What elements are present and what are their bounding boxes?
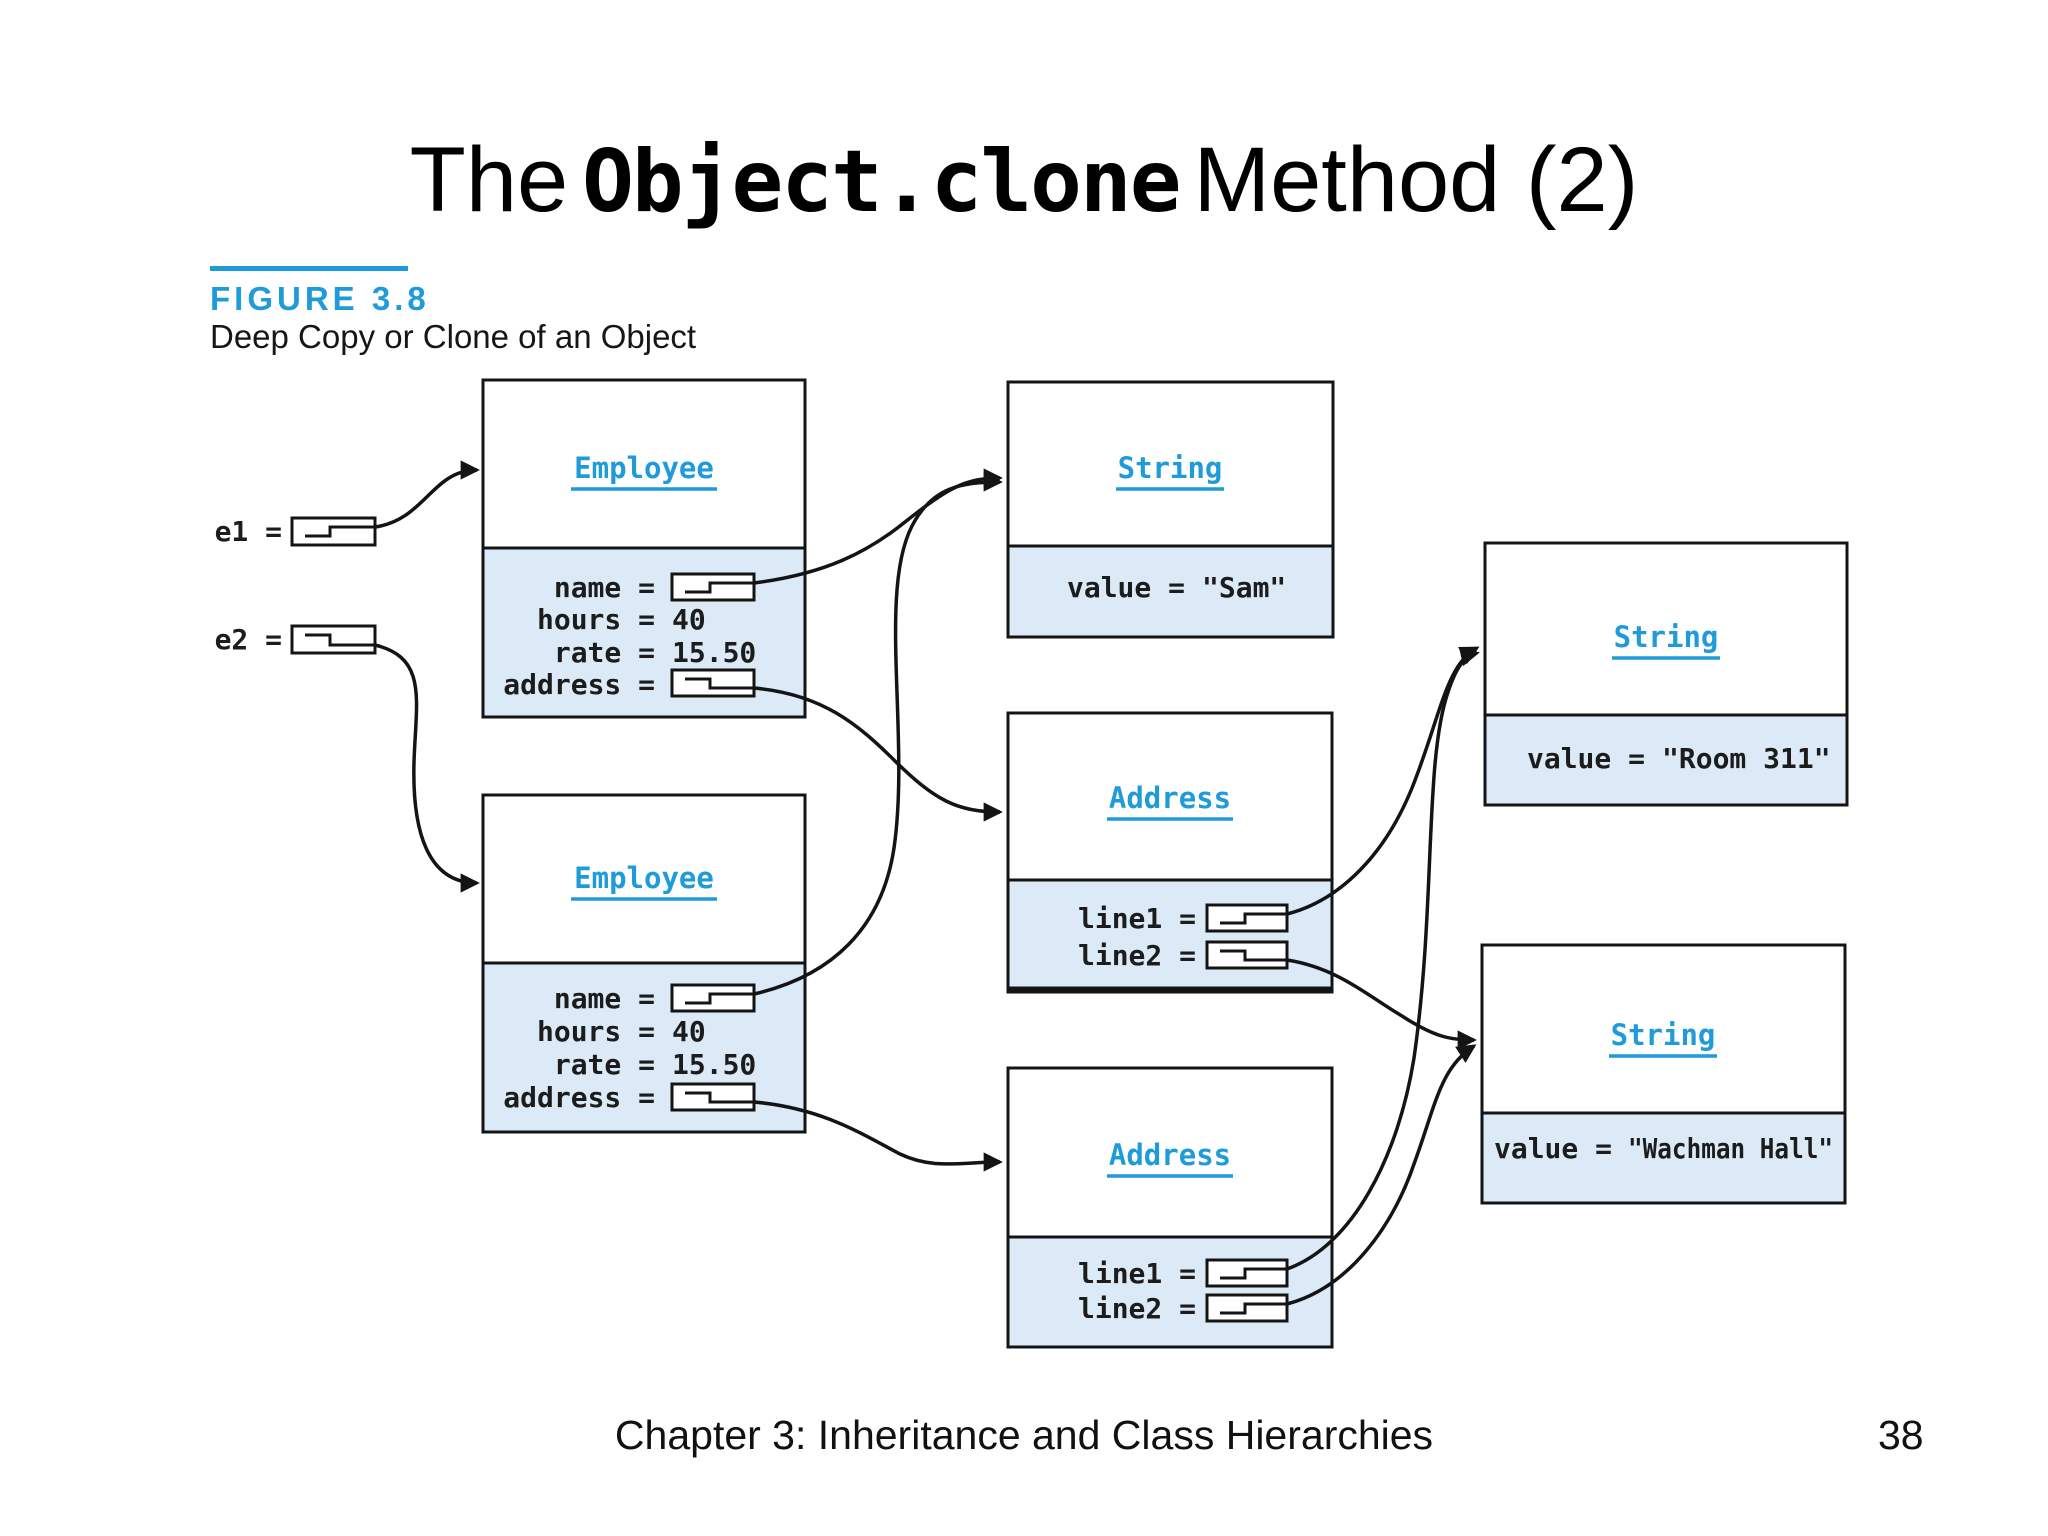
employee2-title: Employee <box>574 861 714 895</box>
string1-object: String value = "Sam" <box>1006 380 1335 639</box>
footer-chapter: Chapter 3: Inheritance and Class Hierarc… <box>614 1412 1434 1458</box>
variable-e2: e2 = <box>215 623 377 656</box>
string1-value: "Sam" <box>1202 571 1286 604</box>
employee2-object: Employee name = hours = 40 rate = 15.50 … <box>481 793 807 1134</box>
string3-frame <box>1480 943 1847 1205</box>
string2-body <box>1485 715 1847 805</box>
arrow-e2-to-employee2 <box>374 643 480 893</box>
string1-frame <box>1006 380 1335 639</box>
employee1-object: Employee name = hours = 40 rate = 15.50 … <box>481 378 807 719</box>
title-pre: The <box>409 129 569 231</box>
title-post: Method (2) <box>1193 129 1639 231</box>
string3-value: "Wachman Hall" <box>1628 1132 1833 1165</box>
arrow-employee2-address-to-address2 <box>753 1100 1003 1172</box>
employee1-address-pointer-tick-icon <box>685 677 754 690</box>
string2-object: String value = "Room 311" <box>1483 541 1849 807</box>
string1-title: String <box>1118 451 1223 485</box>
employee1-title: Employee <box>574 451 714 485</box>
e1-pointer-tick-icon <box>305 525 375 538</box>
string2-value: "Room 311" <box>1662 742 1831 775</box>
address2-object: Address line1 = line2 = <box>1006 1066 1334 1349</box>
string3-object: String value = "Wachman Hall" <box>1480 943 1847 1205</box>
figure-rule <box>210 266 408 271</box>
e1-label: e1 = <box>215 515 282 548</box>
address1-title: Address <box>1109 781 1231 815</box>
string3-title: String <box>1611 1018 1716 1052</box>
string3-value-label: value = <box>1494 1132 1612 1165</box>
arrow-address1-line2-to-string3 <box>1286 958 1477 1050</box>
address1-line2-pointer-tick-icon <box>1220 949 1287 962</box>
figure-caption: Deep Copy or Clone of an Object <box>210 318 697 355</box>
e2-label: e2 = <box>215 623 282 656</box>
employee2-rate-value: 15.50 <box>672 1048 756 1081</box>
address1-object: Address line1 = line2 = <box>1006 711 1334 994</box>
address1-field-line1: line1 = <box>1078 902 1196 935</box>
address2-title: Address <box>1109 1138 1231 1172</box>
e2-pointer-cell <box>290 624 377 655</box>
address2-line2-pointer-cell <box>1205 1293 1289 1323</box>
employee1-field-hours: hours = <box>537 603 655 636</box>
employee2-name-pointer-tick-icon <box>685 992 754 1005</box>
employee2-field-address: address = <box>503 1081 655 1114</box>
address1-line1-pointer-tick-icon <box>1220 912 1287 925</box>
address2-line2-pointer-tick-icon <box>1220 1302 1287 1315</box>
string2-value-label: value = <box>1527 742 1645 775</box>
employee2-hours-value: 40 <box>672 1015 706 1048</box>
arrow-employee1-name-to-string1 <box>753 468 1003 585</box>
footer-page-number: 38 <box>1878 1412 1924 1458</box>
employee2-field-hours: hours = <box>537 1015 655 1048</box>
string2-frame <box>1483 541 1849 807</box>
title-code: Object.clone <box>582 132 1181 232</box>
address2-line1-pointer-tick-icon <box>1220 1267 1287 1280</box>
employee1-field-address: address = <box>503 668 655 701</box>
address1-line2-pointer-cell <box>1205 940 1289 970</box>
string2-title: String <box>1614 620 1719 654</box>
arrow-e1-to-employee1 <box>374 460 480 529</box>
string3-body <box>1482 1113 1845 1203</box>
arrow-address2-line2-to-string3 <box>1286 1044 1477 1306</box>
arrow-address2-line1-to-string2 <box>1286 647 1480 1271</box>
variable-e1: e1 = <box>215 515 377 548</box>
employee1-field-rate: rate = <box>554 636 655 669</box>
arrow-employee2-name-to-string1 <box>753 472 1003 996</box>
address1-body <box>1008 880 1332 992</box>
employee2-address-pointer-tick-icon <box>685 1091 754 1104</box>
e2-pointer-tick-icon <box>305 633 375 647</box>
e1-pointer-cell <box>290 516 377 547</box>
employee1-name-pointer-tick-icon <box>685 581 754 594</box>
arrow-employee1-address-to-address1 <box>753 686 1003 822</box>
address2-field-line2: line2 = <box>1078 1292 1196 1325</box>
employee2-address-pointer-cell <box>670 1082 756 1112</box>
string1-value-label: value = <box>1067 571 1185 604</box>
employee1-name-pointer-cell <box>670 572 756 602</box>
address2-field-line1: line1 = <box>1078 1257 1196 1290</box>
address2-frame <box>1006 1066 1334 1349</box>
employee1-address-pointer-cell <box>670 668 756 698</box>
address1-field-line2: line2 = <box>1078 939 1196 972</box>
employee2-field-rate: rate = <box>554 1048 655 1081</box>
employee2-name-pointer-cell <box>670 983 756 1013</box>
figure-label: FIGURE 3.8 <box>210 280 430 317</box>
address2-line1-pointer-cell <box>1205 1258 1289 1288</box>
employee2-field-name: name = <box>554 982 655 1015</box>
employee1-rate-value: 15.50 <box>672 636 756 669</box>
employee1-hours-value: 40 <box>672 603 706 636</box>
address1-line1-pointer-cell <box>1205 903 1289 933</box>
employee1-field-name: name = <box>554 571 655 604</box>
address2-body <box>1008 1237 1332 1347</box>
string1-body <box>1008 546 1333 637</box>
